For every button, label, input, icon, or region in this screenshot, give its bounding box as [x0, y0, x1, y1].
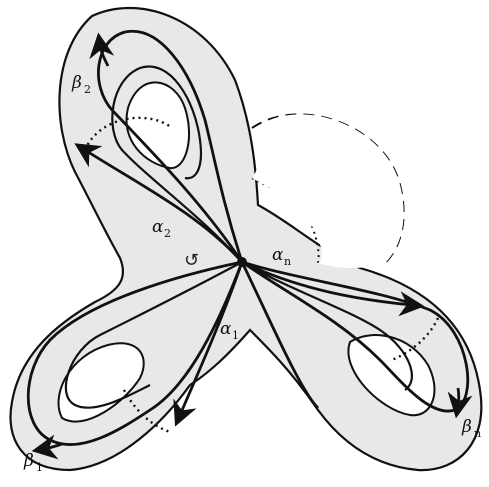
- svg-text:β: β: [461, 417, 472, 437]
- svg-text:2: 2: [84, 83, 91, 96]
- svg-text:2: 2: [164, 227, 171, 240]
- svg-text:α: α: [152, 217, 164, 237]
- svg-text:β: β: [71, 73, 82, 93]
- svg-text:n: n: [474, 427, 481, 440]
- svg-text:1: 1: [36, 461, 43, 474]
- svg-text:1: 1: [232, 329, 239, 342]
- svg-text:n: n: [284, 255, 291, 268]
- svg-text:α: α: [272, 245, 284, 265]
- svg-text:α: α: [220, 319, 232, 339]
- orientation-icon: ↺: [184, 250, 199, 271]
- base-point: [237, 257, 247, 267]
- svg-text:β: β: [23, 451, 34, 471]
- curve-betan-arrow: [458, 388, 459, 406]
